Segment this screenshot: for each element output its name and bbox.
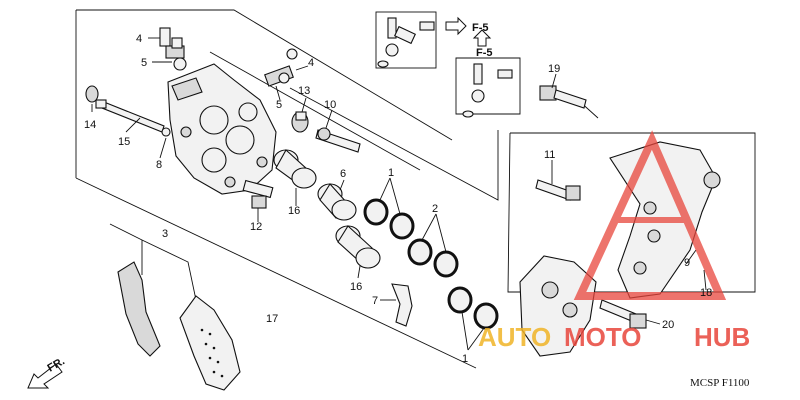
callout-2: 2 [432,203,438,215]
callout-12: 12 [250,221,262,233]
callout-14: 14 [84,119,96,131]
callout-10: 10 [324,99,336,111]
callout-4a: 4 [136,33,142,45]
callout-18: 18 [700,287,712,299]
callout-15: 15 [118,136,130,148]
bleeder-screw [159,27,187,71]
svg-text:F-5: F-5 [476,47,493,59]
seal-1-c [447,286,473,314]
bleeder-bolt-12 [242,179,274,209]
callout-4b: 4 [308,57,314,69]
boot-13 [291,111,309,133]
leader-lines [91,37,707,351]
seal-1-b [389,212,415,240]
callout-8: 8 [156,159,162,171]
callout-11: 11 [544,149,555,161]
callout-1b: 1 [462,353,468,365]
callout-5b: 5 [276,99,282,111]
svg-text:FR.: FR. [46,355,67,374]
seal-1-d [473,302,499,330]
piston-6 [317,183,357,221]
callout-16a: 16 [288,205,300,217]
callout-3: 3 [162,228,168,240]
callout-16b: 16 [350,281,362,293]
bolt-19 [539,85,587,109]
callout-9: 9 [684,257,690,269]
svg-text:F-5: F-5 [472,22,489,34]
seal-2-a [407,238,433,266]
callout-17: 17 [266,313,278,325]
svg-text:MOTO: MOTO [564,322,642,352]
svg-text:AUTO: AUTO [478,322,551,352]
piston-16-lower [335,225,381,269]
brake-pad-outer [117,261,161,357]
ref-arrow-f5a: F-5 [445,16,489,36]
caliper-frame [75,9,499,369]
caliper-body [167,63,277,195]
pad-frame [109,223,197,301]
callout-1a: 1 [388,167,394,179]
callout-19: 19 [548,63,560,75]
callout-5a: 5 [141,57,147,69]
pin-bolt-10 [315,127,361,153]
piston-16-upper [273,149,317,189]
seal-1-a [363,198,389,226]
pin-plug [85,85,99,103]
hose-detail-lower [455,57,521,118]
ref-arrow-f5b: F-5 [472,29,493,59]
callout-6: 6 [340,168,346,180]
watermark-logo [573,130,727,300]
bolt-11 [535,179,581,201]
hose-detail-top [375,11,437,69]
callout-7: 7 [372,295,378,307]
svg-text:MCSP F1100: MCSP F1100 [690,377,750,389]
seal-2-b [433,250,459,278]
callout-13: 13 [298,85,310,97]
brake-pad-inner [179,295,241,391]
diagram-code: MCSP F1100 [690,377,750,389]
lower-caliper-housing [519,255,597,357]
bleeder-cap-right [264,48,298,87]
callouts: 4 5 4 5 13 10 14 15 8 12 16 6 1 2 16 7 1… [84,33,712,365]
svg-text:HUB: HUB [694,322,750,352]
watermark-text: AUTO MOTO HUB [478,322,750,352]
small-washer [161,127,171,137]
bolt-20 [599,299,647,329]
pad-spring-7 [391,283,413,327]
front-arrow: FR. [27,355,67,389]
pad-pin [95,99,165,133]
callout-20: 20 [662,319,674,331]
